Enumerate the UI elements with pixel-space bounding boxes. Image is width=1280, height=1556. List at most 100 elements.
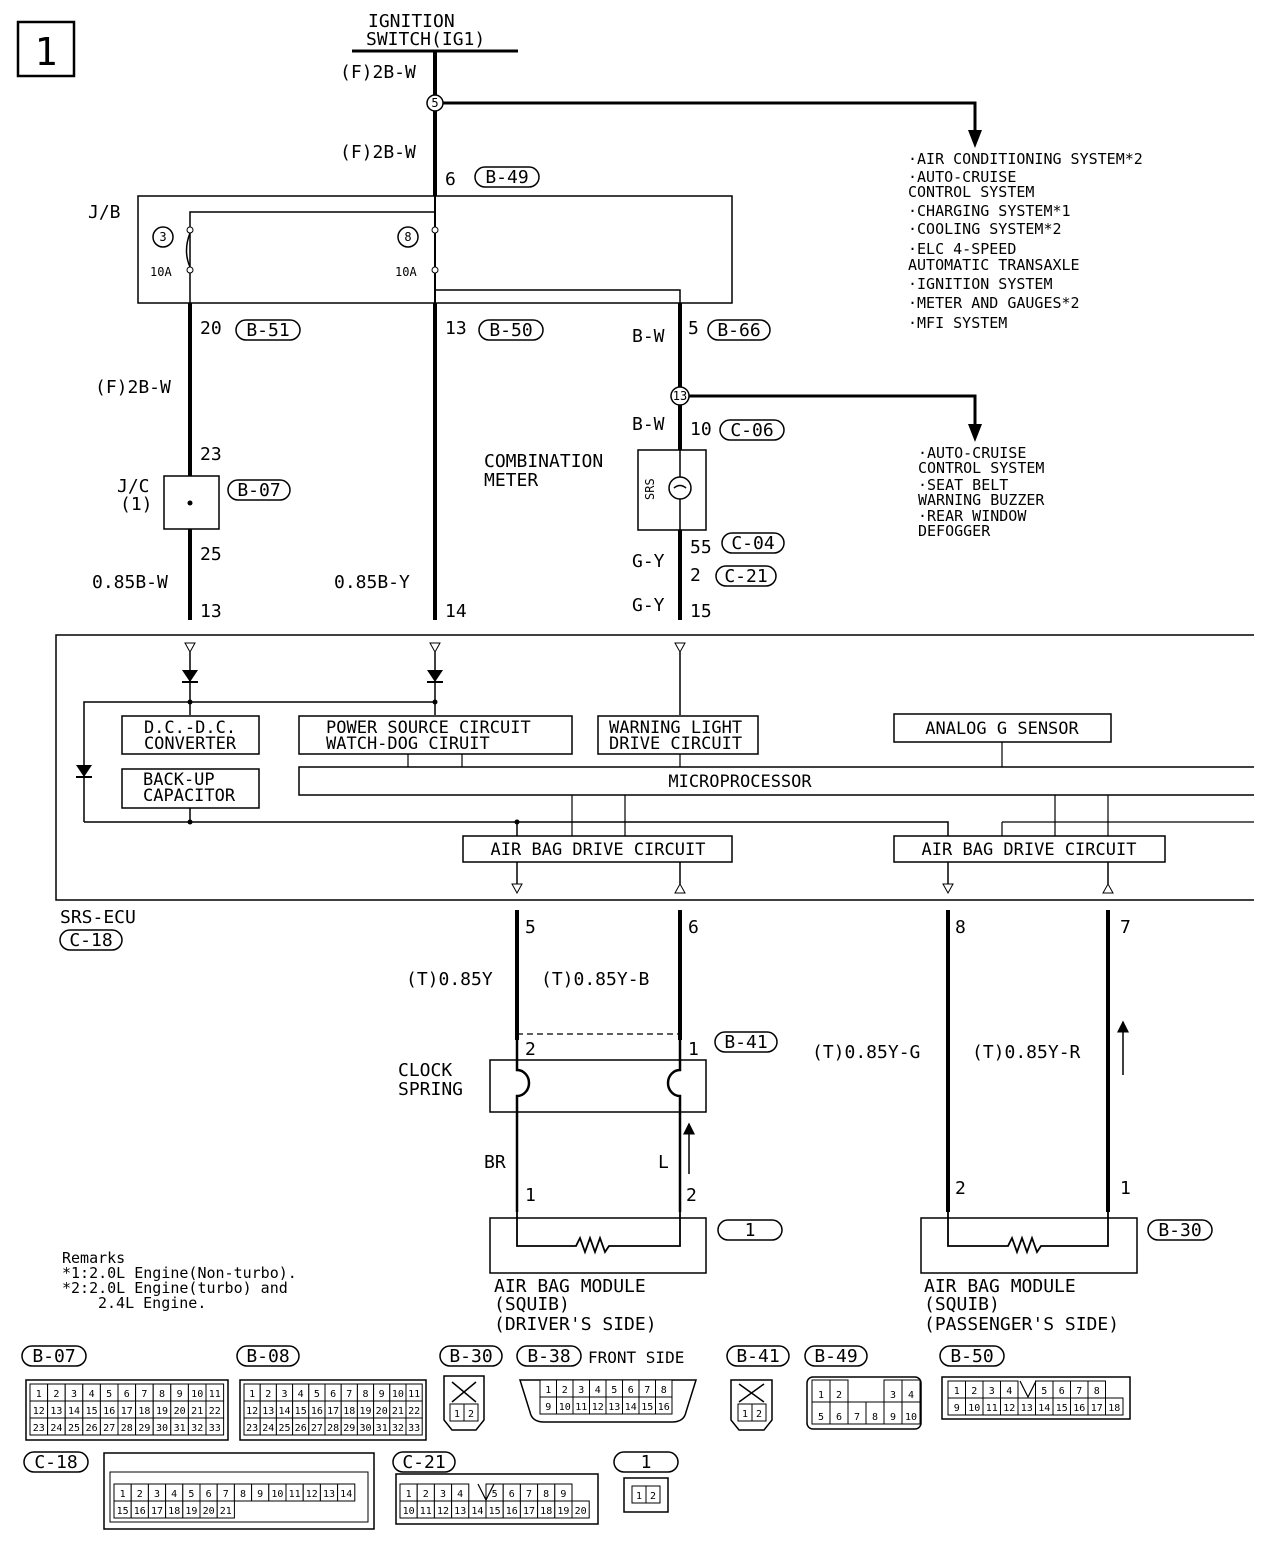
cv-b50-pin: 6 [1059, 1386, 1065, 1397]
cv-b08-pin: 2 [265, 1389, 271, 1400]
sys1-1-l1: ·AUTO-CRUISE [908, 168, 1016, 186]
cv-b49-pin: 6 [836, 1412, 842, 1423]
cv-b08-pin: 16 [311, 1406, 323, 1417]
cv-c18-pin: 10 [271, 1489, 283, 1500]
cv-c21-pin: 10 [403, 1506, 415, 1517]
clock-spring-coil-right [666, 1040, 682, 1212]
cv-b49-cavity [901, 1401, 921, 1425]
cv-b50-pin: 14 [1038, 1403, 1050, 1414]
cv-b08-pin: 12 [246, 1406, 258, 1417]
pin-8: 8 [955, 917, 966, 938]
cv-b50-pin: 10 [968, 1403, 980, 1414]
fuse-right-top [431, 226, 439, 234]
sys2-0-l1: ·AUTO-CRUISE [918, 444, 1026, 462]
microprocessor-box [298, 766, 1254, 796]
cv-b50-pin: 1 [954, 1386, 960, 1397]
cv-b49-pin: 8 [872, 1412, 878, 1423]
cv-mod1-shell [623, 1477, 669, 1513]
sys2-2-l2: DEFOGGER [918, 522, 991, 540]
cv-b08-pin: 14 [278, 1406, 290, 1417]
cv-c21-pin: 15 [489, 1506, 501, 1517]
connector-c06: C-06 [730, 420, 773, 441]
cv-b38-shell [518, 1379, 698, 1423]
squib-passenger-resistor-icon [947, 1212, 1109, 1255]
power-label-1: POWER SOURCE CIRCUIT [326, 718, 531, 738]
cv-b50-pin: 7 [1076, 1386, 1082, 1397]
connector-b49-tag [474, 166, 540, 188]
cv-b07-tag [21, 1345, 87, 1367]
connector-b30-tag [1147, 1219, 1213, 1241]
pin-2-module: 2 [686, 1185, 697, 1206]
cv-c21-label: C-21 [402, 1452, 445, 1473]
connector-b50-tag [478, 319, 544, 341]
cv-b07-pin: 28 [121, 1423, 133, 1434]
jb-to-meter [435, 289, 681, 320]
cv-b08-pin: 9 [379, 1389, 385, 1400]
cv-c18-pin: 18 [168, 1506, 180, 1517]
cv-b41-cavity [751, 1403, 767, 1422]
connector-c18-tag [59, 929, 123, 951]
cv-b07-pin: 12 [33, 1406, 45, 1417]
connector-b07: B-07 [237, 480, 280, 501]
pin-23: 23 [200, 444, 222, 465]
cv-b50-pin: 9 [954, 1403, 960, 1414]
cv-c18-pin: 5 [188, 1489, 194, 1500]
connector-b07-tag [227, 479, 291, 501]
cv-b08-cavity [405, 1417, 423, 1436]
jc1-dot [187, 500, 193, 506]
cv-b08-pin: 7 [346, 1389, 352, 1400]
backup-label-2: CAPACITOR [143, 786, 236, 806]
jc-label-1: J/C [117, 476, 150, 497]
sys1-3-l1: ·COOLING SYSTEM*2 [908, 220, 1062, 238]
wire-label-driver-y: (T)0.85Y [406, 969, 493, 990]
connector-b66-tag [707, 319, 771, 341]
airbag-drive-1-label: AIR BAG DRIVE CIRCUIT [491, 840, 706, 860]
cv-b07-pin: 18 [138, 1406, 150, 1417]
cv-c21-pin: 8 [543, 1489, 549, 1500]
cv-b30-tag [439, 1345, 503, 1367]
cv-b07-pin: 29 [138, 1423, 150, 1434]
cv-b07-pin: 16 [103, 1406, 115, 1417]
microprocessor-label: MICROPROCESSOR [668, 772, 812, 792]
fuse-right-number: 8 [404, 230, 411, 244]
connector-c06-tag [719, 419, 785, 441]
dcdc-converter-box [121, 715, 260, 755]
cv-b49-shell [806, 1376, 922, 1430]
cv-b08-pin: 32 [392, 1423, 404, 1434]
fuse-left-amp: 10A [150, 265, 172, 279]
cv-b08-pin: 6 [330, 1389, 336, 1400]
cv-b07-pin: 4 [89, 1389, 95, 1400]
cv-b38-pin: 1 [545, 1385, 551, 1396]
ecu-terminal-13 [184, 642, 196, 654]
analog-g-sensor-label: ANALOG G SENSOR [925, 719, 1079, 739]
remarks-2b: 2.4L Engine. [98, 1294, 206, 1312]
cv-b49-label: B-49 [814, 1346, 857, 1367]
module-passenger-label-3: (PASSENGER'S SIDE) [924, 1314, 1119, 1335]
wire-label-085bw: 0.85B-W [92, 572, 168, 593]
wire-label-ig-mid: (F)2B-W [340, 142, 416, 163]
pin-10: 10 [690, 419, 712, 440]
cv-b08-pin: 10 [392, 1389, 404, 1400]
wire-label-bw-1: B-W [632, 326, 665, 347]
cv-b07-pin: 21 [191, 1406, 203, 1417]
cv-b49-pin: 10 [905, 1412, 917, 1423]
junction-5-label: 5 [431, 96, 438, 110]
ecu-terminal-5 [511, 883, 523, 895]
cv-b50-cavity [1105, 1397, 1124, 1416]
sys1-4-l1: ·ELC 4-SPEED [908, 240, 1016, 258]
warning-label-2: DRIVE CIRCUIT [609, 734, 742, 754]
wire-label-gy-2: G-Y [632, 595, 665, 616]
cv-b08-pin: 5 [314, 1389, 320, 1400]
airbag-drive-circuit-1 [462, 835, 733, 863]
squib-driver-resistor-icon [516, 1212, 681, 1255]
remarks-2a: *2:2.0L Engine(turbo) and [62, 1279, 288, 1297]
cv-b41-lock-icon [738, 1383, 765, 1403]
cv-b41-pin: 1 [742, 1409, 748, 1420]
cv-b38-note: FRONT SIDE [588, 1348, 684, 1367]
cv-b07-pin: 11 [209, 1389, 221, 1400]
sys2-1-l2: WARNING BUZZER [918, 491, 1045, 509]
cv-b07-pin: 6 [124, 1389, 130, 1400]
cv-b07-pin: 25 [68, 1423, 80, 1434]
cv-c18-pin: 17 [151, 1506, 163, 1517]
